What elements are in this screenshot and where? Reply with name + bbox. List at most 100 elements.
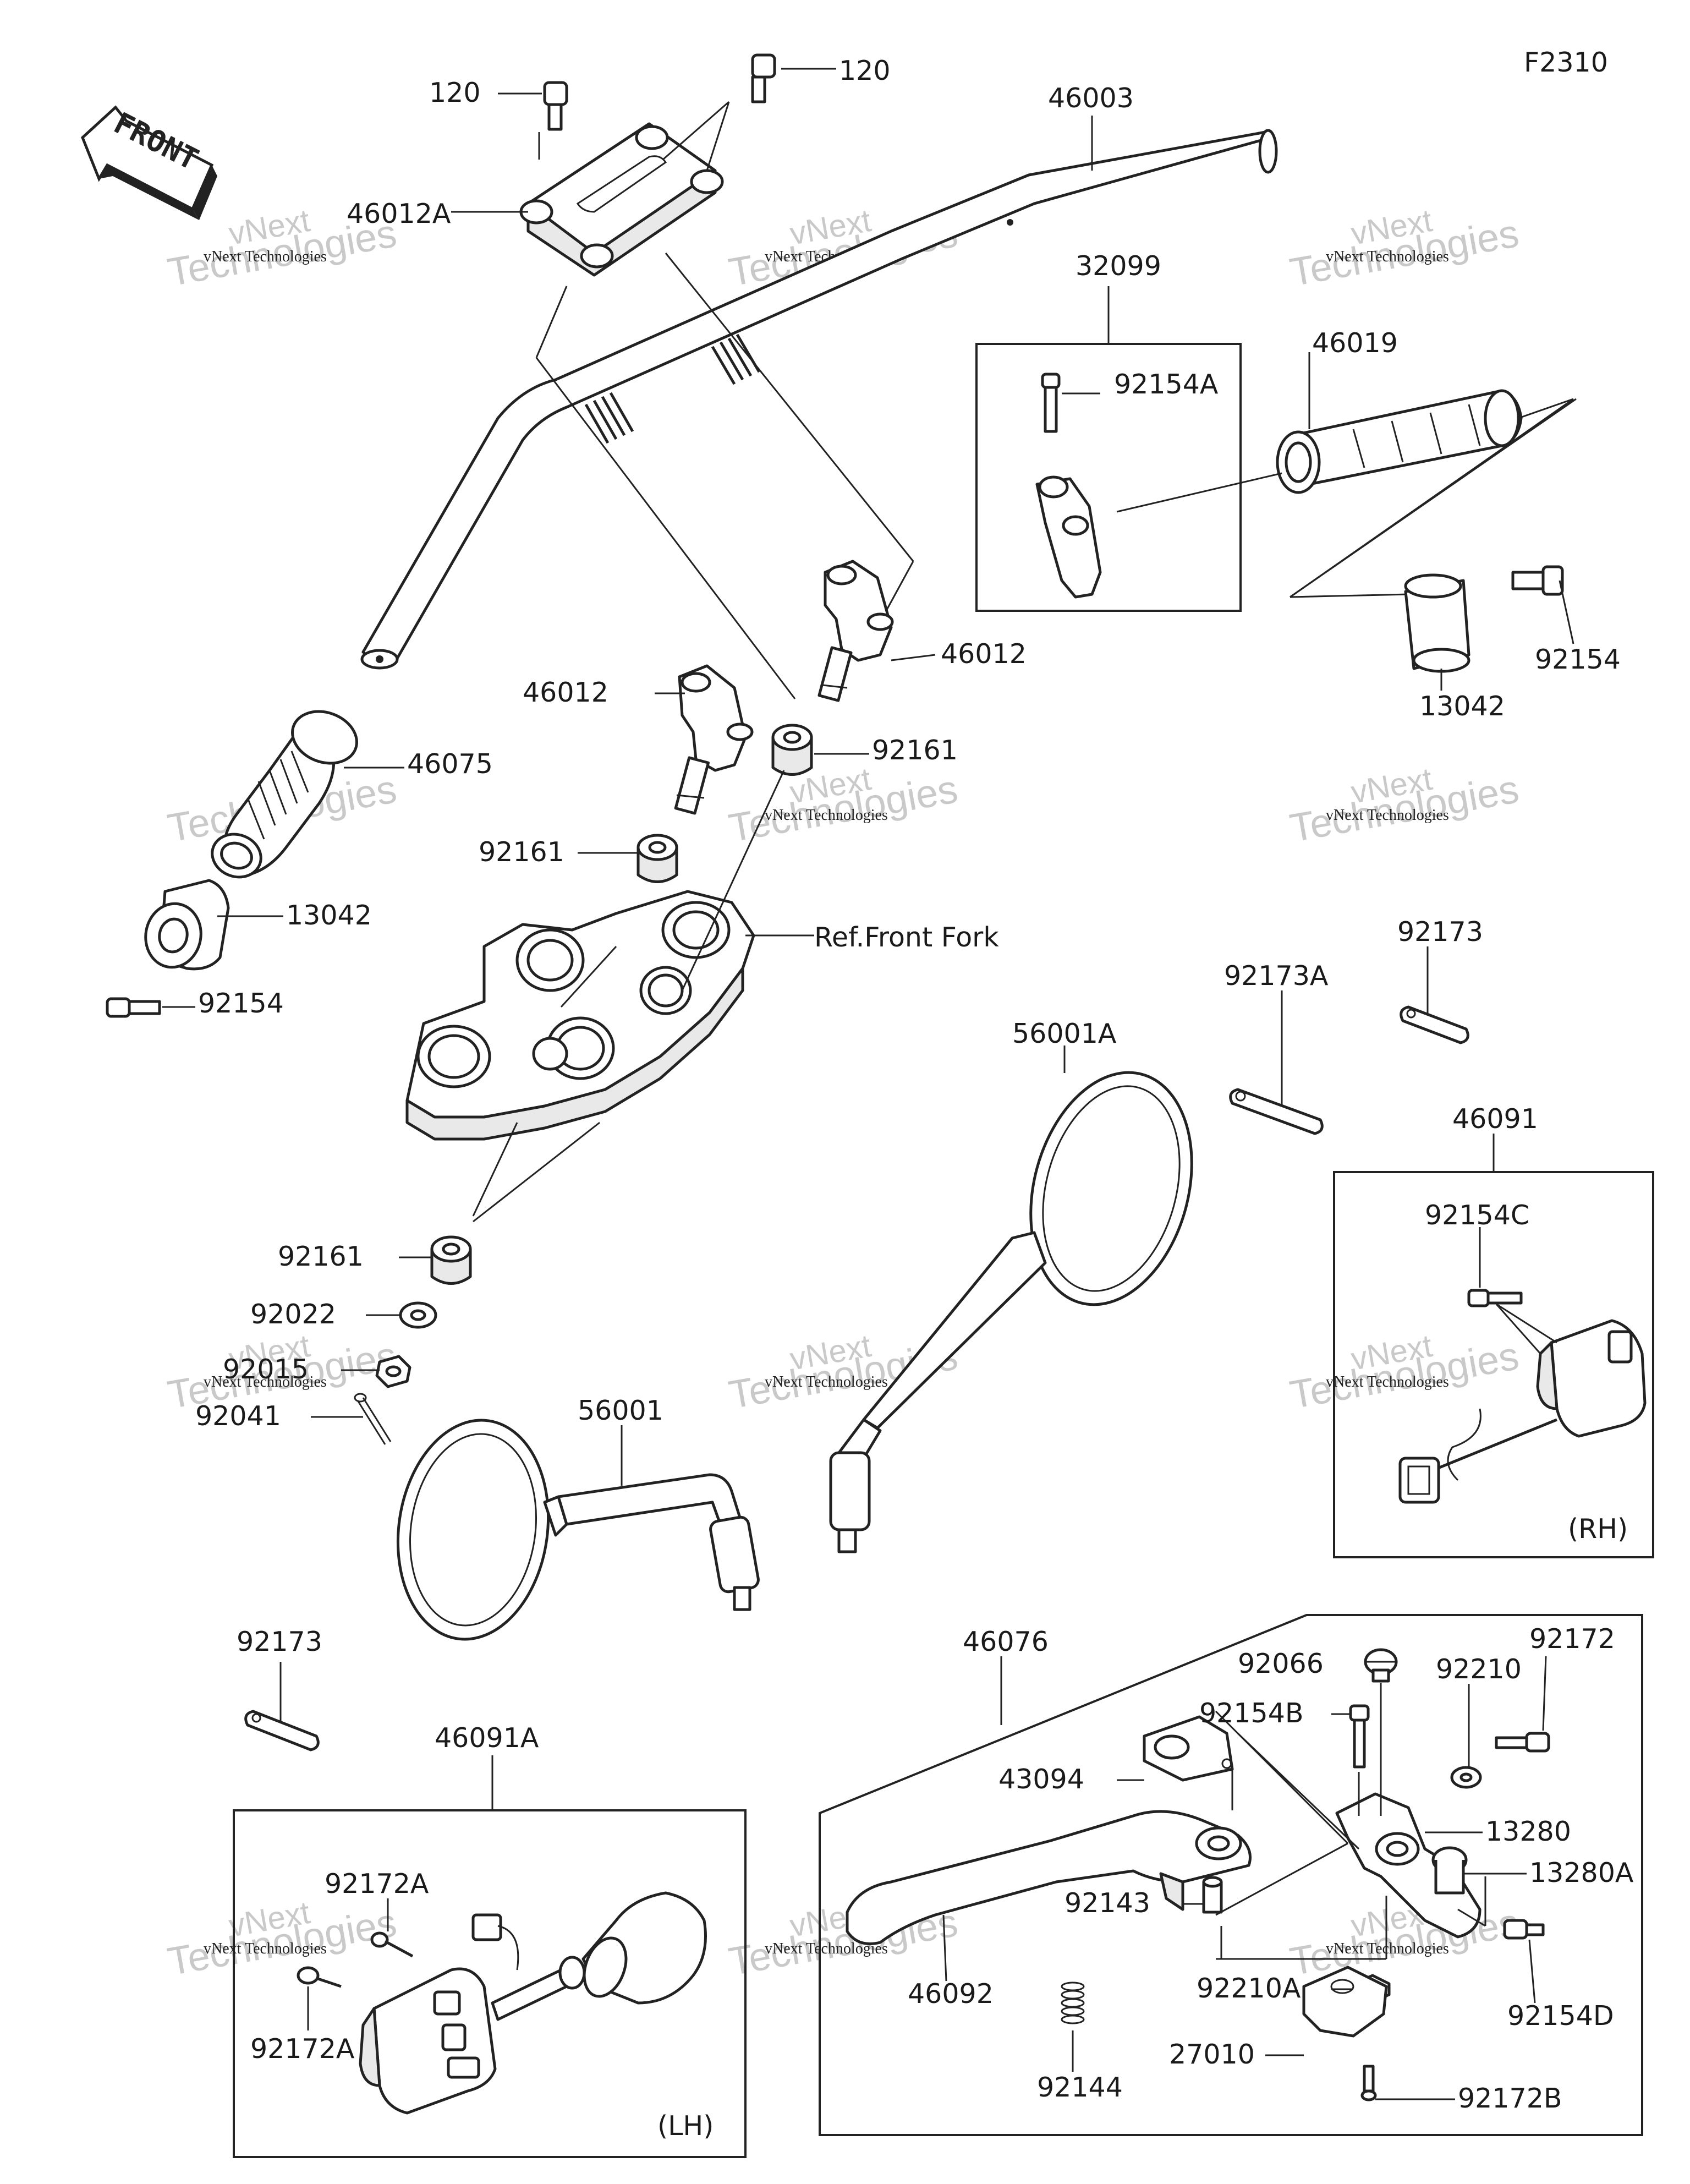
label-92172: 92172 — [1529, 1623, 1615, 1655]
label-13280: 13280 — [1485, 1816, 1571, 1847]
bushing-92161-lower — [430, 1235, 472, 1285]
svg-text:vNext Technologies: vNext Technologies — [765, 1373, 888, 1391]
label-92172B: 92172B — [1458, 2083, 1562, 2114]
label-120-left: 120 — [429, 77, 481, 108]
label-ref-front-fork: Ref.Front Fork — [814, 922, 999, 953]
bushing-92161-middle — [637, 834, 678, 883]
label-92173-right: 92173 — [1397, 916, 1483, 948]
screw-92154C — [1467, 1289, 1523, 1307]
mirror-right-56001A — [829, 1071, 1193, 1553]
figure-code: F2310 — [1524, 47, 1608, 78]
label-92161-a: 92161 — [872, 735, 958, 766]
bolt-92154B — [1349, 1704, 1370, 1769]
svg-text:vNext Technologies: vNext Technologies — [1326, 807, 1449, 824]
box-46076 — [819, 1614, 1643, 2136]
switch-lh — [359, 1891, 707, 2115]
bolt-92154D — [1503, 1919, 1545, 1940]
shim-92173-right — [1400, 1005, 1469, 1044]
riser-right — [817, 560, 894, 702]
bolt-92154A — [1041, 373, 1061, 433]
label-92154C: 92154C — [1425, 1200, 1529, 1231]
svg-text:vNext Technologies: vNext Technologies — [1326, 248, 1449, 265]
label-13042-right: 13042 — [1419, 691, 1505, 722]
label-13042-left: 13042 — [286, 900, 372, 931]
label-46076: 46076 — [963, 1626, 1049, 1657]
bolt-92154-left — [106, 997, 161, 1018]
leader-lines-grip-right — [1116, 352, 1577, 598]
throttle-housing — [1035, 475, 1102, 599]
label-92210A: 92210A — [1197, 1973, 1301, 2004]
clutch-perch — [1335, 1792, 1482, 1939]
bushing-92161-upper — [771, 724, 813, 776]
front-arrow-icon: FRONT — [81, 105, 217, 220]
label-120-right: 120 — [839, 55, 891, 86]
label-92022: 92022 — [250, 1299, 336, 1330]
label-92154B: 92154B — [1199, 1698, 1304, 1729]
lever-46092 — [846, 1810, 1252, 1945]
washer-92022 — [399, 1301, 437, 1329]
label-46091: 46091 — [1452, 1103, 1538, 1135]
label-46012A: 46012A — [347, 198, 451, 229]
label-92041: 92041 — [195, 1400, 281, 1432]
bolt-92154-right — [1511, 565, 1564, 596]
throttle-grip-left — [211, 710, 358, 879]
bolt-92172 — [1495, 1732, 1550, 1753]
label-92161-c: 92161 — [278, 1241, 364, 1272]
screw-92172A-top — [370, 1931, 414, 1958]
label-56001A: 56001A — [1012, 1018, 1117, 1049]
label-43094: 43094 — [998, 1764, 1084, 1795]
label-46075: 46075 — [407, 748, 493, 780]
labels: 120 120 46003 46012A 32099 92154A 46019 … — [195, 55, 1634, 2142]
fork-top-bracket — [405, 890, 755, 1141]
bolt-120-left — [543, 81, 568, 131]
leader-lines-bracket — [472, 770, 814, 1223]
label-92143: 92143 — [1065, 1887, 1150, 1919]
label-92172A-bottom: 92172A — [250, 2033, 355, 2065]
label-27010: 27010 — [1169, 2039, 1255, 2070]
label-92154A: 92154A — [1114, 369, 1219, 400]
shim-92173-left — [244, 1710, 320, 1751]
switch-rh — [1398, 1303, 1647, 1504]
label-46092: 46092 — [908, 1978, 994, 2010]
label-56001: 56001 — [578, 1395, 663, 1426]
svg-text:vNext Technologies: vNext Technologies — [204, 248, 327, 265]
label-92172A-top: 92172A — [325, 1868, 429, 1900]
label-46019: 46019 — [1312, 327, 1398, 359]
label-92210: 92210 — [1436, 1654, 1522, 1685]
grip-right — [1276, 389, 1523, 494]
label-46003: 46003 — [1048, 83, 1134, 114]
label-92154D: 92154D — [1507, 2000, 1614, 2032]
label-lh: (LH) — [657, 2110, 714, 2142]
switch-27010 — [1302, 1966, 1388, 2038]
label-46012-left: 46012 — [523, 677, 608, 708]
screw-92172A-bottom — [297, 1966, 342, 1988]
svg-text:vNext Technologies: vNext Technologies — [765, 807, 888, 824]
label-leader-stubs — [162, 580, 1574, 2100]
svg-text:vNext Technologies: vNext Technologies — [204, 1373, 327, 1391]
svg-text:vNext Technologies: vNext Technologies — [1326, 1373, 1449, 1391]
leader-lines-top — [451, 68, 1093, 699]
leader-lines-shims — [279, 946, 1429, 1722]
label-92066: 92066 — [1238, 1648, 1324, 1679]
box-46091A — [233, 1809, 747, 2158]
screw-92172B — [1360, 2065, 1377, 2101]
label-13280A: 13280A — [1529, 1857, 1634, 1889]
cover-43094 — [1143, 1715, 1234, 1782]
cap-92066 — [1364, 1648, 1398, 1683]
upper-clamp — [519, 122, 724, 277]
pin-92143 — [1202, 1876, 1223, 1914]
label-46012-right: 46012 — [941, 638, 1027, 670]
label-32099: 32099 — [1076, 250, 1161, 282]
cotter-pin-92041 — [354, 1393, 392, 1445]
mirror-left-56001 — [396, 1419, 760, 1641]
label-46091A: 46091A — [435, 1722, 539, 1754]
label-92144: 92144 — [1037, 2072, 1123, 2103]
washer-92210 — [1450, 1766, 1482, 1789]
bolt-120-right — [751, 53, 776, 103]
shim-92173A — [1229, 1088, 1324, 1135]
svg-text:vNext Technologies: vNext Technologies — [1326, 1940, 1449, 1957]
label-92154-right: 92154 — [1535, 644, 1621, 675]
label-92015: 92015 — [223, 1354, 309, 1385]
label-92154-left: 92154 — [198, 988, 284, 1019]
